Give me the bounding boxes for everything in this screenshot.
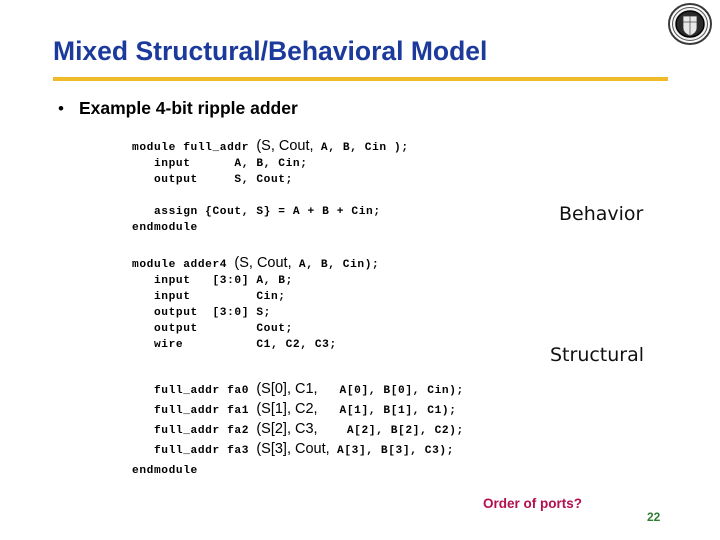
code-line: input A, B, Cin; (132, 154, 409, 170)
code-block-adder4-declarations: module adder4 (S, Cout, A, B, Cin); inpu… (132, 255, 379, 351)
code-text: A, B, Cin); (291, 259, 380, 271)
code-line (132, 186, 409, 202)
code-text: input [3:0] A, B; (132, 275, 293, 287)
code-line: full_addr fa3 (S[3], Cout, A[3], B[3], C… (132, 439, 464, 459)
code-text: output S, Cout; (132, 174, 293, 186)
code-line: output Cout; (132, 319, 379, 335)
code-line: output [3:0] S; (132, 303, 379, 319)
code-text: module full_addr (132, 142, 257, 154)
page-title: Mixed Structural/Behavioral Model (53, 36, 488, 66)
code-line: module full_addr (S, Cout, A, B, Cin ); (132, 138, 409, 154)
code-line: wire C1, C2, C3; (132, 335, 379, 351)
code-port-emphasis: (S[1], C2, (256, 401, 318, 417)
code-text: full_addr fa2 (132, 425, 257, 437)
code-port-emphasis: (S, Cout, (256, 138, 314, 154)
code-text: A[0], B[0], Cin); (317, 385, 464, 397)
code-text: assign {Cout, S} = A + B + Cin; (132, 206, 381, 218)
code-text: A[3], B[3], C3); (329, 445, 455, 457)
title-underline-rule (53, 77, 668, 81)
code-line: endmodule (132, 218, 409, 234)
annotation-behavior: Behavior (559, 203, 644, 225)
code-text: endmodule (132, 222, 198, 234)
code-line: output S, Cout; (132, 170, 409, 186)
code-port-emphasis: (S[0], C1, (256, 381, 318, 397)
code-port-emphasis: (S[2], C3, (256, 421, 318, 437)
code-text: module adder4 (132, 259, 235, 271)
code-line: input Cin; (132, 287, 379, 303)
code-block-full-adder: module full_addr (S, Cout, A, B, Cin ); … (132, 138, 409, 234)
code-line: input [3:0] A, B; (132, 271, 379, 287)
code-line: assign {Cout, S} = A + B + Cin; (132, 202, 409, 218)
code-text: input A, B, Cin; (132, 158, 308, 170)
code-line: full_addr fa2 (S[2], C3, A[2], B[2], C2)… (132, 419, 464, 439)
bullet-marker-icon: • (58, 99, 64, 118)
code-port-emphasis: (S[3], Cout, (256, 441, 330, 457)
code-port-emphasis: (S, Cout, (234, 255, 292, 271)
code-text: input Cin; (132, 291, 286, 303)
code-line: full_addr fa1 (S[1], C2, A[1], B[1], C1)… (132, 399, 464, 419)
code-text: wire C1, C2, C3; (132, 339, 337, 351)
page-number: 22 (647, 510, 661, 524)
question-note: Order of ports? (483, 496, 583, 511)
code-text: full_addr fa3 (132, 445, 257, 457)
code-line: full_addr fa0 (S[0], C1, A[0], B[0], Cin… (132, 379, 464, 399)
code-line: endmodule (132, 459, 464, 479)
bullet-item: • Example 4-bit ripple adder (58, 98, 298, 118)
code-text: A, B, Cin ); (313, 142, 409, 154)
code-text: output Cout; (132, 323, 293, 335)
bullet-item-label: Example 4-bit ripple adder (78, 98, 298, 118)
university-seal-logo (666, 3, 714, 45)
code-text: output [3:0] S; (132, 307, 271, 319)
code-block-adder4-instantiations: full_addr fa0 (S[0], C1, A[0], B[0], Cin… (132, 379, 464, 479)
code-text (132, 190, 139, 202)
code-text: A[2], B[2], C2); (317, 425, 464, 437)
code-text: full_addr fa0 (132, 385, 257, 397)
annotation-structural: Structural (550, 344, 645, 366)
code-text: endmodule (132, 465, 198, 477)
code-text: A[1], B[1], C1); (317, 405, 457, 417)
code-line: module adder4 (S, Cout, A, B, Cin); (132, 255, 379, 271)
code-text: full_addr fa1 (132, 405, 257, 417)
